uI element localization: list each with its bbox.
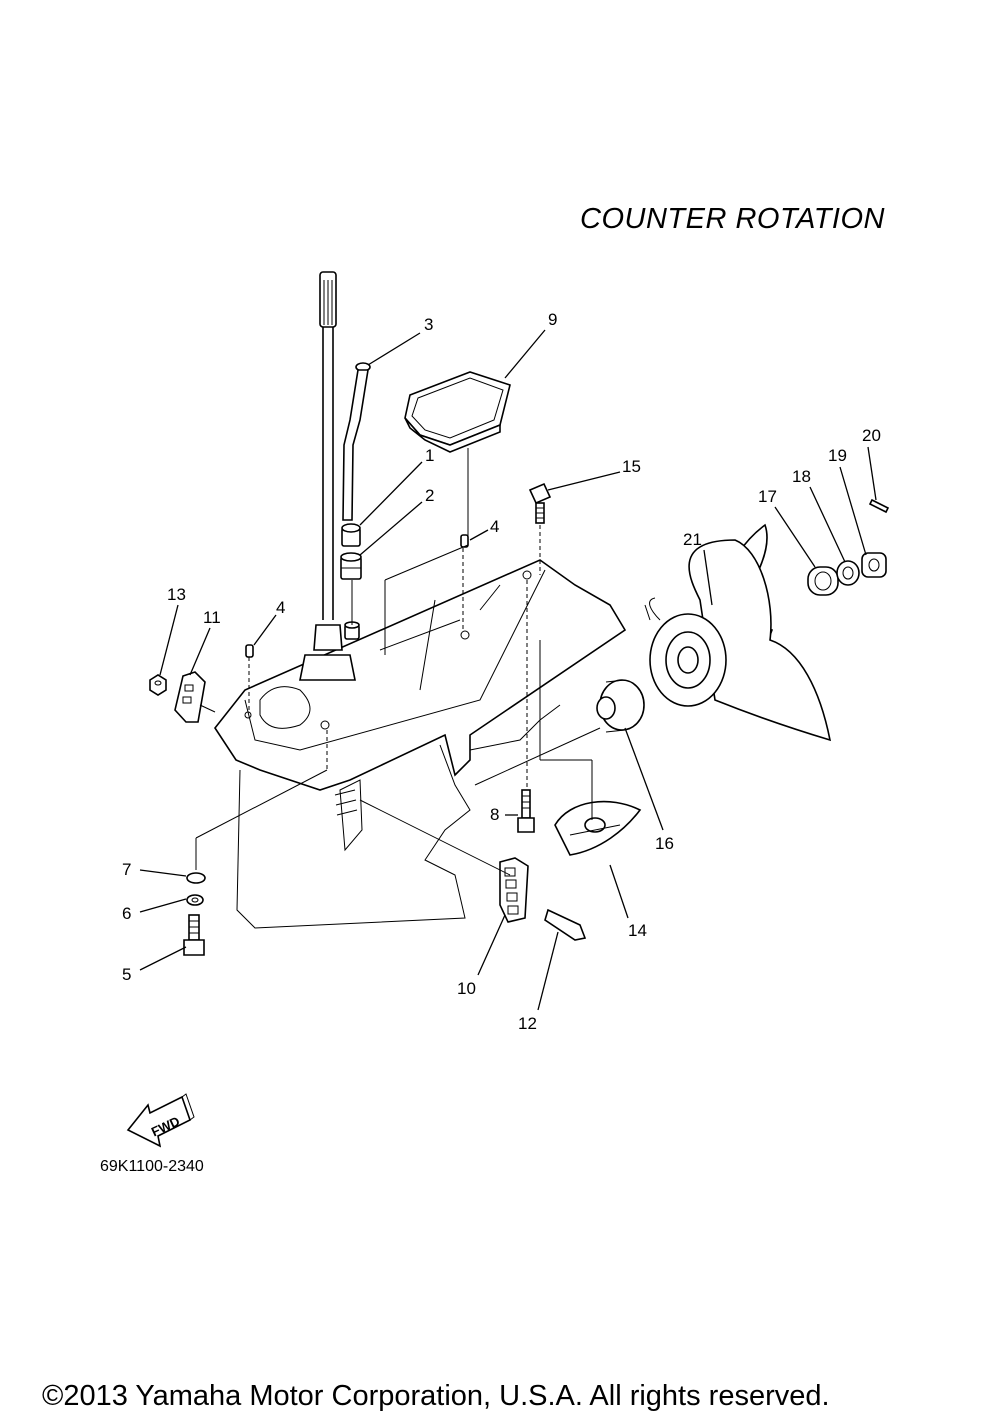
propeller-part-21 — [644, 523, 832, 742]
gasket-part-9 — [404, 371, 511, 453]
assembly-lines — [195, 448, 601, 876]
dowel-pin-part-4b — [245, 644, 254, 658]
callout-1: 1 — [425, 446, 434, 465]
drive-shaft — [299, 271, 356, 681]
callout-14: 14 — [628, 921, 647, 940]
callout-5: 5 — [122, 965, 131, 984]
callout-3: 3 — [424, 315, 433, 334]
lock-washer-part-6 — [186, 894, 204, 906]
callout-10: 10 — [457, 979, 476, 998]
callout-7: 7 — [122, 860, 131, 879]
callout-13: 13 — [167, 585, 186, 604]
screw-part-12 — [544, 908, 587, 941]
water-tube-part-3 — [342, 362, 371, 521]
bolt-part-5 — [183, 914, 205, 956]
bolt-part-15 — [528, 482, 552, 524]
spacer-part-17 — [807, 566, 839, 596]
callout-17: 17 — [758, 487, 777, 506]
callout-21: 21 — [683, 530, 702, 549]
callout-11: 11 — [203, 608, 221, 627]
bushing-part-16 — [596, 679, 645, 733]
callout-15: 15 — [622, 457, 641, 476]
callout-16: 16 — [655, 834, 674, 853]
callout-4a: 4 — [490, 517, 499, 536]
copyright-notice: ©2013 Yamaha Motor Corporation, U.S.A. A… — [42, 1380, 830, 1412]
callout-19: 19 — [828, 446, 847, 465]
anode-part-10 — [499, 857, 529, 923]
callout-labels: 1 2 3 4 4 5 6 7 8 9 10 11 12 13 14 15 16… — [122, 310, 881, 1033]
grommet-part-1 — [341, 523, 361, 547]
nut-part-19 — [861, 552, 887, 578]
fwd-arrow-icon: FWD — [126, 1093, 195, 1148]
callout-20: 20 — [862, 426, 881, 445]
trim-tab-part-14 — [554, 800, 642, 856]
anode-part-11 — [174, 671, 206, 723]
washer-part-18 — [836, 560, 860, 586]
nut-part-13 — [149, 674, 167, 696]
washer-part-7 — [186, 872, 206, 884]
callout-9: 9 — [548, 310, 557, 329]
callout-4b: 4 — [276, 598, 285, 617]
callout-6: 6 — [122, 904, 131, 923]
grommet-part-2 — [340, 552, 362, 580]
callout-12: 12 — [518, 1014, 537, 1033]
callout-18: 18 — [792, 467, 811, 486]
tube-socket — [344, 621, 360, 640]
cotter-pin-part-20 — [868, 498, 890, 514]
callout-2: 2 — [425, 486, 434, 505]
callout-8: 8 — [490, 805, 499, 824]
bolt-part-8 — [517, 789, 535, 833]
leader-lines — [139, 329, 877, 1011]
diagram-title: COUNTER ROTATION — [580, 203, 885, 235]
drawing-code: 69K1100-2340 — [100, 1158, 204, 1175]
lower-case-housing — [214, 559, 627, 929]
